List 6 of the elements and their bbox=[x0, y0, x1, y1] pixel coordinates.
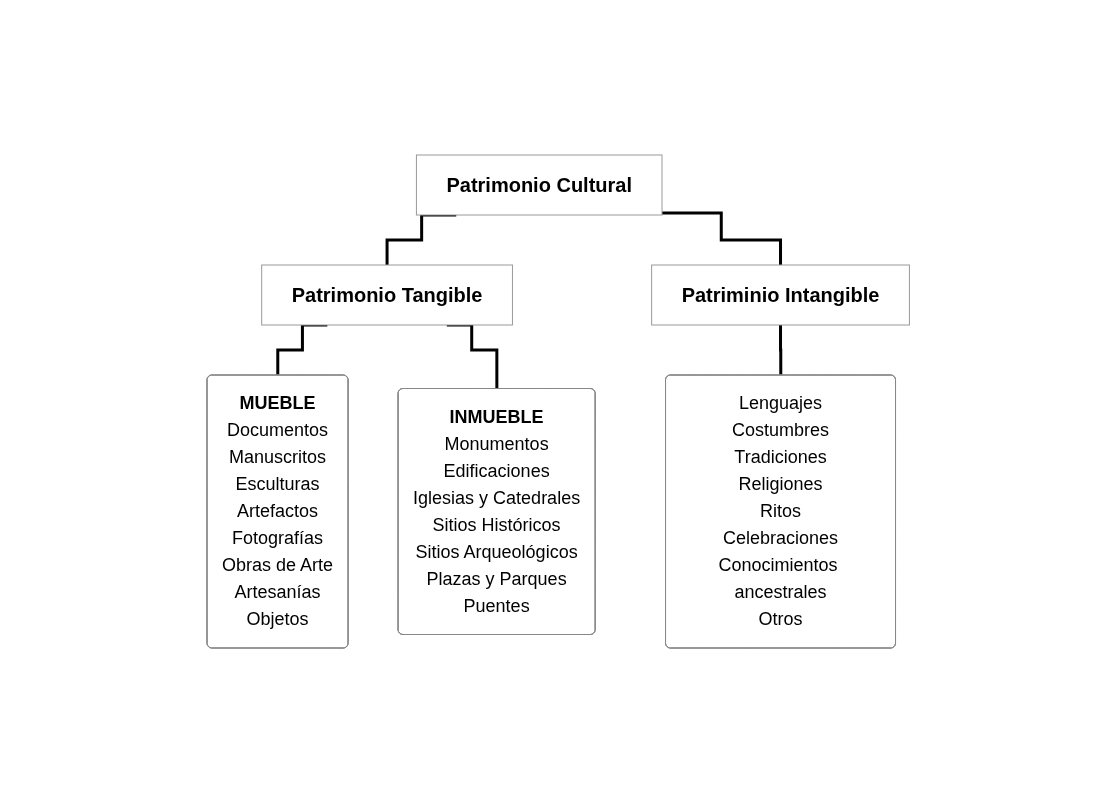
node-box: Patrimonio Cultural bbox=[416, 154, 663, 215]
connector bbox=[662, 211, 783, 266]
connector bbox=[385, 213, 457, 266]
node-box: Patriminio Intangible bbox=[651, 264, 911, 325]
connector bbox=[447, 323, 499, 390]
node-box: Patrimonio Tangible bbox=[261, 264, 514, 325]
